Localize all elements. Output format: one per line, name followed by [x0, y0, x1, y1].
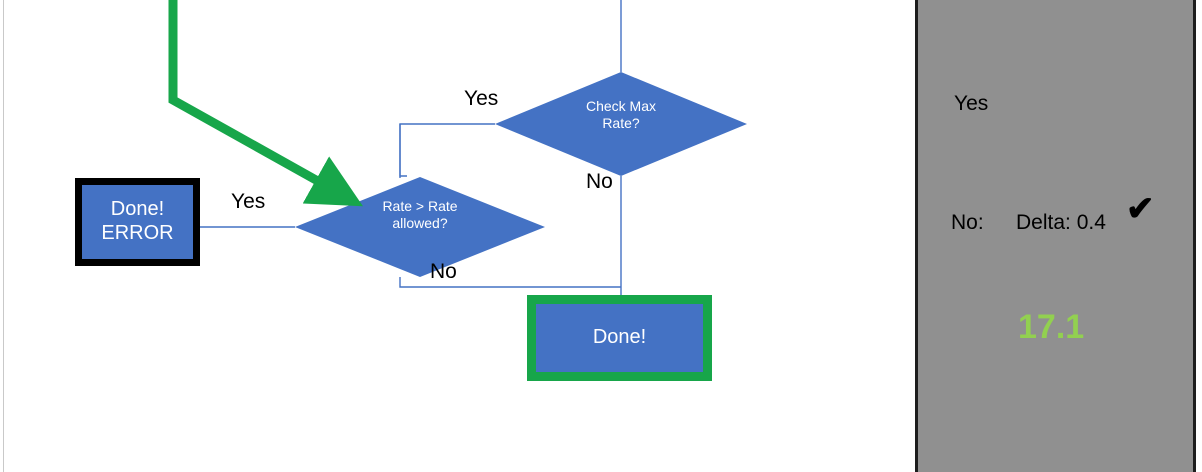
process-box-done-text: Done! — [592, 326, 647, 349]
edge-label-yes-from-max-rate: Yes — [464, 87, 499, 110]
panel-result-value: 17.1 — [1018, 308, 1085, 346]
connector-rate-no — [399, 277, 621, 288]
green-highlight-arrow — [168, 0, 363, 207]
checkmark-icon: ✔ — [1126, 190, 1155, 228]
panel-delta-value: Delta: 0.4 — [1016, 211, 1106, 234]
edge-label-yes-to-error: Yes — [231, 190, 266, 213]
process-box-done-error[interactable]: Done! ERROR — [75, 178, 200, 266]
slide-left-rule — [3, 0, 4, 472]
side-panel: Yes No: Delta: 0.4 ✔ 17.1 — [915, 0, 1196, 472]
decision-check-max-rate[interactable] — [495, 72, 747, 176]
connector-maxrate-yes — [399, 123, 495, 177]
panel-no-label: No: — [951, 211, 984, 234]
panel-yes-label: Yes — [954, 92, 989, 115]
process-box-done-error-text: Done! ERROR — [101, 198, 174, 244]
edge-label-no-from-rate: No — [430, 260, 457, 283]
process-box-done[interactable]: Done! — [527, 295, 712, 381]
edge-label-no-from-max-rate: No — [586, 170, 613, 193]
